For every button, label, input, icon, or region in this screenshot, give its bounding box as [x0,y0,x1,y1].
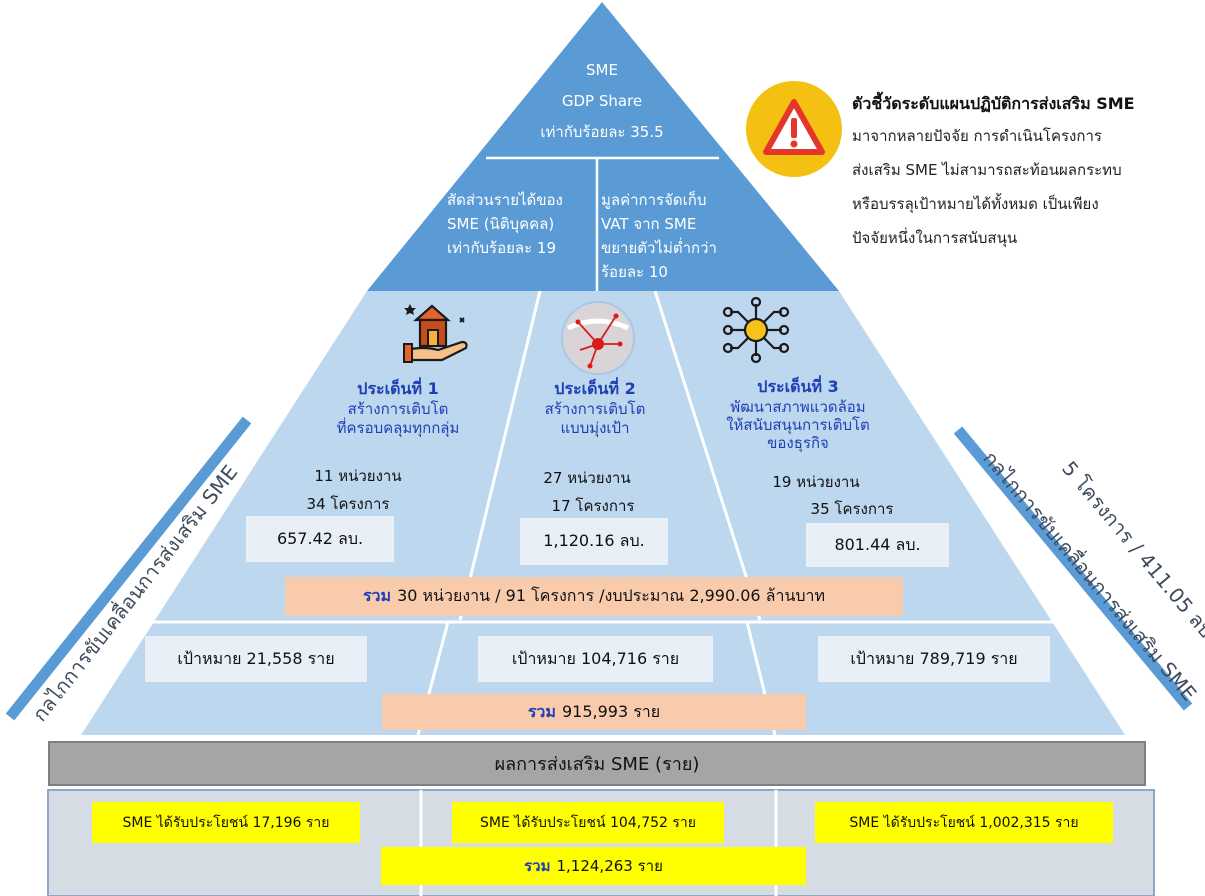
issue-3-agencies: 19 หน่วยงาน [772,473,860,491]
issue-2-subtitle-1: สร้างการเติบโต [544,400,646,418]
issue-1-title: ประเด็นที่ 1 [357,379,439,398]
target-1-box: เป้าหมาย 21,558 ราย [145,636,367,682]
total-budget-prefix: รวม [362,586,392,605]
warning-triangle-icon [746,81,842,177]
issue-divider-1 [458,290,542,621]
results-total-bar: รวม 1,124,263 ราย [381,847,806,885]
issue-1-projects: 34 โครงการ [306,495,390,513]
side-bar-right [953,426,1193,711]
result-2-box: SME ได้รับประโยชน์ 104,752 ราย [452,802,724,843]
targets-total-text: 915,993 ราย [561,701,661,721]
income-share-line-3: เท่ากับร้อยละ 19 [447,239,556,257]
house-hand-icon [403,304,468,363]
issue-1-subtitle-2: ที่ครอบคลุมทุกกลุ่ม [336,419,460,437]
total-budget-text: 30 หน่วยงาน / 91 โครงการ /งบประมาณ 2,990… [397,586,826,605]
targets-total-prefix: รวม [527,701,556,721]
targets-total-bar: รวม 915,993 ราย [382,694,806,730]
target-2-box: เป้าหมาย 104,716 ราย [478,636,713,682]
warning-line-2: ส่งเสริม SME ไม่สามารถสะท้อนผลกระทบ [852,161,1122,179]
pyramid-apex [367,2,839,291]
issue-2-title: ประเด็นที่ 2 [554,379,636,398]
apex-line-2: GDP Share [561,92,643,110]
issue-3-budget: 801.44 ลบ. [806,523,949,567]
issue-3-subtitle-1: พัฒนาสภาพแวดล้อม [730,398,866,416]
issue-3-subtitle-2: ให้สนับสนุนการเติบโต [726,416,870,434]
pyramid-base-trapezoid [81,291,1125,735]
vat-line-3: ขยายตัวไม่ต่ำกว่า [601,239,717,257]
vat-line-1: มูลค่าการจัดเก็บ [601,191,707,209]
results-total-text: 1,124,263 ราย [556,857,663,875]
issue-1-budget: 657.42 ลบ. [246,516,394,562]
results-header: ผลการส่งเสริม SME (ราย) [48,741,1146,786]
issue-divider-2 [653,290,762,621]
income-share-line-2: SME (นิติบุคคล) [447,215,555,233]
apex-line-1: SME [586,61,618,79]
issue-2-agencies: 27 หน่วยงาน [543,469,631,487]
issue-1-agencies: 11 หน่วยงาน [314,467,402,485]
result-3-box: SME ได้รับประโยชน์ 1,002,315 ราย [815,802,1113,843]
side-bar-left [5,416,252,721]
target-3-box: เป้าหมาย 789,719 ราย [818,636,1050,682]
issue-3-title: ประเด็นที่ 3 [757,377,839,396]
warning-line-1: มาจากหลายปัจจัย การดำเนินโครงการ [852,127,1102,145]
result-1-box: SME ได้รับประโยชน์ 17,196 ราย [92,802,360,843]
income-share-line-1: สัดส่วนรายได้ของ [447,191,563,209]
issue-1-subtitle-1: สร้างการเติบโต [347,400,449,418]
vat-line-2: VAT จาก SME [601,215,697,233]
warning-line-4: ปัจจัยหนึ่งในการสนับสนุน [852,229,1018,247]
warning-title: ตัวชี้วัดระดับแผนปฏิบัติการส่งเสริม SME [852,94,1135,113]
apex-line-3: เท่ากับร้อยละ 35.5 [540,123,664,141]
total-budget-bar: รวม 30 หน่วยงาน / 91 โครงการ /งบประมาณ 2… [285,577,903,616]
vat-line-4: ร้อยละ 10 [601,263,668,281]
results-total-prefix: รวม [524,857,551,875]
target-arrows-icon [561,301,635,375]
issue-3-subtitle-3: ของธุรกิจ [767,434,829,452]
issue-2-budget: 1,120.16 ลบ. [520,518,668,565]
network-nodes-icon [722,296,790,364]
issue-3-projects: 35 โครงการ [810,500,894,518]
issue-2-subtitle-2: แบบมุ่งเป้า [560,419,630,437]
warning-line-3: หรือบรรลุเป้าหมายได้ทั้งหมด เป็นเพียง [852,195,1099,213]
issue-2-projects: 17 โครงการ [551,497,635,515]
